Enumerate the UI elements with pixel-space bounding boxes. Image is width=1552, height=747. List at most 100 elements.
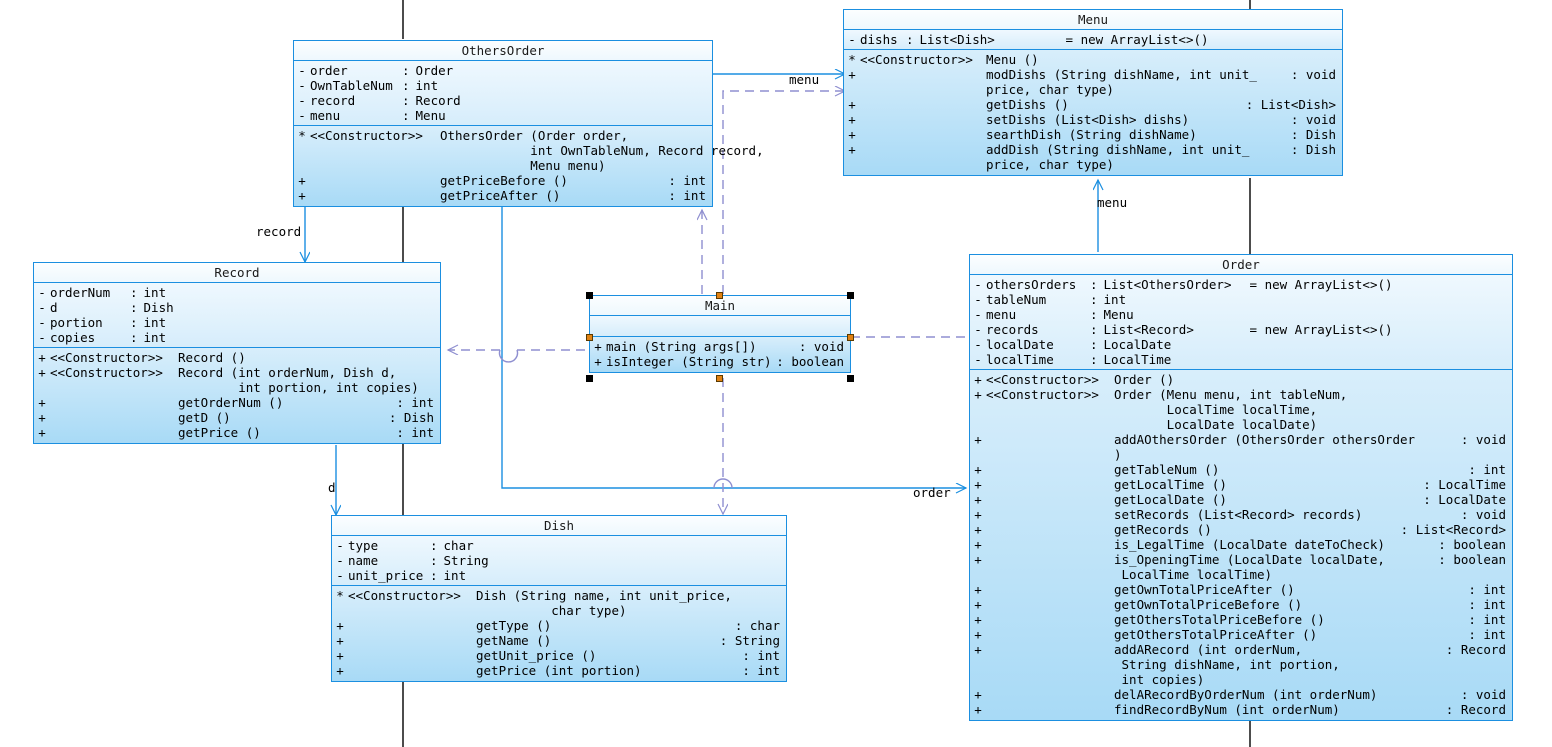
operation-return-type: : Record xyxy=(1445,642,1506,657)
operation-signature: getD () xyxy=(178,410,231,425)
selection-handle-n[interactable] xyxy=(716,292,723,299)
attribute-default: = new ArrayList<>() xyxy=(1065,32,1209,47)
attribute-colon: : xyxy=(906,32,914,47)
visibility-marker: - xyxy=(974,352,982,367)
selection-handle-sw[interactable] xyxy=(586,375,593,382)
attribute-compartment-othersorder: -order:Order-OwnTableNum:int-record:Reco… xyxy=(294,61,712,126)
attribute-row: -portion:int xyxy=(34,315,440,330)
class-title-order: Order xyxy=(970,255,1512,275)
class-box-order[interactable]: Order -othersOrders:List<OthersOrder>= n… xyxy=(969,254,1513,721)
operation-row: +<<Constructor>>Record () xyxy=(34,350,440,365)
attribute-name: localTime xyxy=(986,352,1054,367)
attribute-compartment-dish: -type:char-name:String-unit_price:int xyxy=(332,536,786,586)
class-box-menu[interactable]: Menu -dishs:List<Dish>= new ArrayList<>(… xyxy=(843,9,1343,176)
operation-signature: Record (int orderNum, Dish d, int portio… xyxy=(178,365,419,395)
attribute-name: menu xyxy=(310,108,341,123)
selection-handle-s[interactable] xyxy=(716,375,723,382)
selection-handle-e[interactable] xyxy=(847,334,854,341)
operation-row: +setDishs (List<Dish> dishs): void xyxy=(844,112,1342,127)
attribute-colon: : xyxy=(402,108,410,123)
operation-stereotype: <<Constructor>> xyxy=(986,387,1099,402)
class-box-record[interactable]: Record -orderNum:int-d:Dish-portion:int-… xyxy=(33,262,441,444)
visibility-marker: + xyxy=(974,522,982,537)
line-jump-arc-2 xyxy=(713,478,733,489)
attribute-row: -copies:int xyxy=(34,330,440,345)
operation-return-type: : boolean xyxy=(776,354,844,369)
attribute-row: -menu:Menu xyxy=(294,108,712,123)
visibility-marker: + xyxy=(974,372,982,387)
operation-signature: is_OpeningTime (LocalDate localDate, Loc… xyxy=(1114,552,1385,582)
attribute-name: name xyxy=(348,553,379,568)
class-title-menu: Menu xyxy=(844,10,1342,30)
operation-signature: delARecordByOrderNum (int orderNum) xyxy=(1114,687,1378,702)
visibility-marker: + xyxy=(974,552,982,567)
attribute-name: records xyxy=(986,322,1039,337)
attribute-name: OwnTableNum xyxy=(310,78,393,93)
visibility-marker: - xyxy=(974,307,982,322)
operation-compartment-othersorder: *<<Constructor>>OthersOrder (Order order… xyxy=(294,126,764,206)
selection-handle-nw[interactable] xyxy=(586,292,593,299)
operation-compartment-main: +main (String args[]): void+isInteger (S… xyxy=(590,337,850,372)
operation-return-type: : void xyxy=(1290,67,1336,82)
operation-signature: modDishs (String dishName, int unit_ pri… xyxy=(986,67,1257,97)
operation-row: +getLocalDate (): LocalDate xyxy=(970,492,1512,507)
attribute-row: -order:Order xyxy=(294,63,712,78)
attribute-compartment-order: -othersOrders:List<OthersOrder>= new Arr… xyxy=(970,275,1512,370)
attribute-row: -OwnTableNum:int xyxy=(294,78,712,93)
visibility-marker: - xyxy=(336,553,344,568)
operation-row: +getOthersTotalPriceAfter (): int xyxy=(970,627,1512,642)
operation-signature: getPriceBefore () xyxy=(440,173,568,188)
visibility-marker: + xyxy=(974,612,982,627)
attribute-type: Dish xyxy=(143,300,174,315)
operation-signature: getUnit_price () xyxy=(476,648,597,663)
operation-signature: setRecords (List<Record> records) xyxy=(1114,507,1363,522)
visibility-marker: * xyxy=(336,588,344,603)
visibility-marker: + xyxy=(974,537,982,552)
selection-handle-ne[interactable] xyxy=(847,292,854,299)
operation-row: +getOwnTotalPriceBefore (): int xyxy=(970,597,1512,612)
operation-return-type: : String xyxy=(719,633,780,648)
attribute-colon: : xyxy=(130,315,138,330)
visibility-marker: - xyxy=(848,32,856,47)
operation-return-type: : void xyxy=(1460,432,1506,447)
visibility-marker: + xyxy=(594,354,602,369)
operation-stereotype: <<Constructor>> xyxy=(310,128,423,143)
operation-signature: getName () xyxy=(476,633,552,648)
visibility-marker: + xyxy=(848,97,856,112)
operation-signature: OthersOrder (Order order, int OwnTableNu… xyxy=(440,128,764,173)
attribute-colon: : xyxy=(430,553,438,568)
operation-return-type: : LocalTime xyxy=(1423,477,1506,492)
operation-signature: getOrderNum () xyxy=(178,395,284,410)
operation-row: +getPrice (int portion): int xyxy=(332,663,786,678)
attribute-row: -tableNum:int xyxy=(970,292,1512,307)
attribute-name: d xyxy=(50,300,58,315)
selection-handle-w[interactable] xyxy=(586,334,593,341)
operation-return-type: : Record xyxy=(1445,702,1506,717)
operation-row: +getPrice (): int xyxy=(34,425,440,440)
operation-signature: addDish (String dishName, int unit_ pric… xyxy=(986,142,1250,172)
visibility-marker: + xyxy=(336,663,344,678)
attribute-colon: : xyxy=(402,78,410,93)
operation-signature: getOwnTotalPriceBefore () xyxy=(1114,597,1303,612)
class-box-dish[interactable]: Dish -type:char-name:String-unit_price:i… xyxy=(331,515,787,682)
visibility-marker: - xyxy=(38,330,46,345)
class-box-othersorder[interactable]: OthersOrder -order:Order-OwnTableNum:int… xyxy=(293,40,764,207)
operation-return-type: : int xyxy=(1468,627,1506,642)
class-box-main[interactable]: Main +main (String args[]): void+isInteg… xyxy=(589,295,851,373)
attribute-type: Record xyxy=(415,93,461,108)
operation-row: +addARecord (int orderNum, String dishNa… xyxy=(970,642,1512,687)
attribute-type: int xyxy=(1103,292,1127,307)
operation-return-type: : boolean xyxy=(1438,552,1506,567)
visibility-marker: - xyxy=(974,292,982,307)
attribute-colon: : xyxy=(430,538,438,553)
visibility-marker: + xyxy=(974,627,982,642)
operation-signature: getLocalTime () xyxy=(1114,477,1227,492)
attribute-colon: : xyxy=(130,285,138,300)
operation-return-type: : Dish xyxy=(388,410,434,425)
operation-return-type: : List<Dish> xyxy=(1245,97,1336,112)
operation-return-type: : int xyxy=(396,425,434,440)
connector-label-order: order xyxy=(913,485,951,500)
operation-row: +getName (): String xyxy=(332,633,786,648)
selection-handle-se[interactable] xyxy=(847,375,854,382)
